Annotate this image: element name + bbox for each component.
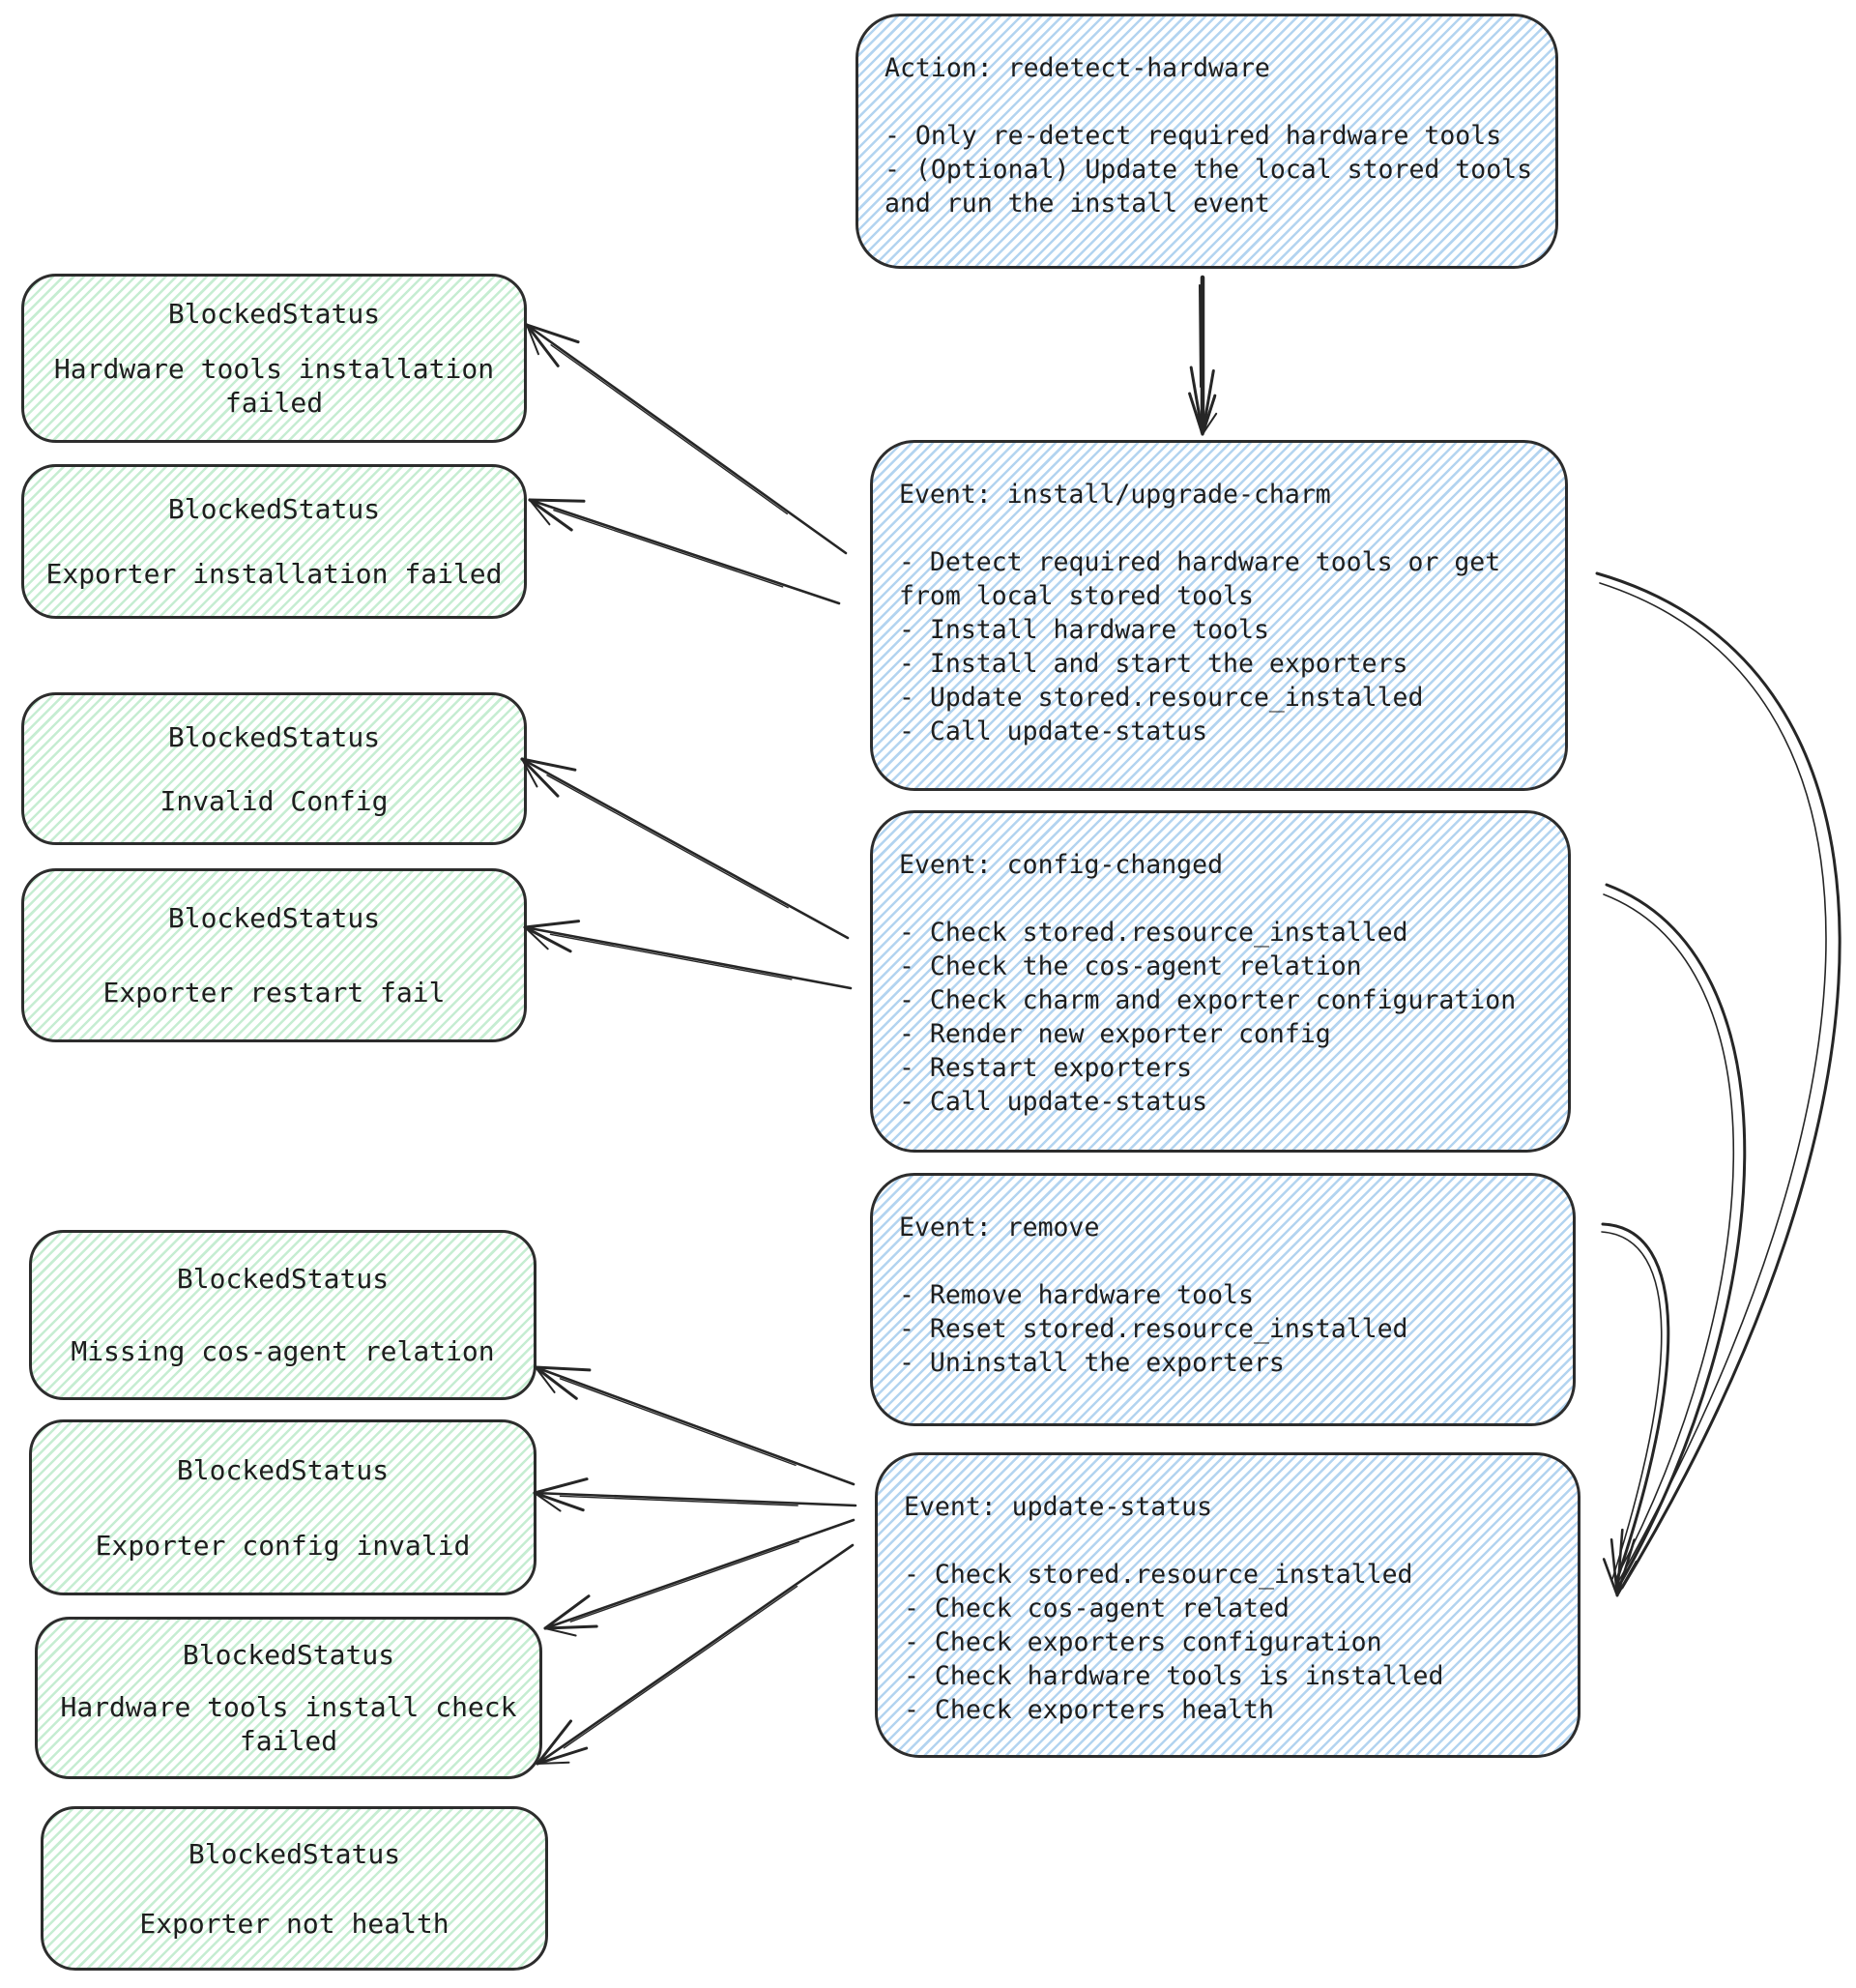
- event-bullets: - Remove hardware tools - Reset stored.r…: [899, 1278, 1553, 1380]
- action-bullet: - (Optional) Update the local stored too…: [884, 155, 1533, 219]
- action-box-bullets: - Only re-detect required hardware tools…: [884, 119, 1536, 220]
- status-message: Exporter installation failed: [45, 558, 503, 590]
- action-box-redetect-hardware: Action: redetect-hardware - Only re-dete…: [856, 14, 1558, 269]
- status-message: Missing cos-agent relation: [71, 1335, 495, 1367]
- event-bullet: - Check charm and exporter configuration: [899, 985, 1517, 1015]
- event-bullet: - Call update-status: [899, 716, 1208, 746]
- event-title: Event: remove: [899, 1213, 1100, 1242]
- event-bullet: - Reset stored.resource_installed: [899, 1314, 1408, 1344]
- event-bullet: - Check cos-agent related: [904, 1593, 1290, 1623]
- event-bullet: - Install and start the exporters: [899, 649, 1408, 679]
- status-title: BlockedStatus: [167, 493, 381, 525]
- status-message: Invalid Config: [160, 784, 389, 817]
- event-bullet: - Check hardware tools is installed: [904, 1661, 1444, 1691]
- status-box-missing-cos-agent-relation: BlockedStatus Missing cos-agent relation: [29, 1230, 536, 1400]
- event-bullet: - Update stored.resource_installed: [899, 683, 1424, 713]
- status-title: BlockedStatus: [176, 1263, 390, 1295]
- status-box-exporter-restart-fail: BlockedStatus Exporter restart fail: [21, 868, 527, 1042]
- event-box-remove: Event: remove - Remove hardware tools - …: [870, 1173, 1576, 1426]
- status-box-invalid-config: BlockedStatus Invalid Config: [21, 692, 527, 845]
- status-message: Exporter not health: [139, 1907, 450, 1940]
- status-message: Exporter config invalid: [95, 1529, 471, 1562]
- status-title: BlockedStatus: [182, 1639, 395, 1672]
- event-title: Event: config-changed: [899, 850, 1224, 880]
- status-message: Hardware tools install check failed: [60, 1690, 517, 1757]
- status-title: BlockedStatus: [188, 1837, 401, 1870]
- event-bullet: - Render new exporter config: [899, 1019, 1331, 1049]
- status-title: BlockedStatus: [167, 902, 381, 934]
- event-bullet: - Check exporters health: [904, 1695, 1274, 1725]
- event-title: Event: install/upgrade-charm: [899, 480, 1331, 510]
- event-box-update-status: Event: update-status - Check stored.reso…: [875, 1452, 1580, 1758]
- event-bullet: - Restart exporters: [899, 1053, 1193, 1083]
- action-bullet: - Only re-detect required hardware tools: [884, 121, 1502, 151]
- event-bullet: - Install hardware tools: [899, 615, 1269, 645]
- event-box-config-changed: Event: config-changed - Check stored.res…: [870, 810, 1571, 1153]
- event-bullet: - Remove hardware tools: [899, 1280, 1254, 1310]
- event-title: Event: update-status: [904, 1492, 1213, 1522]
- event-box-install-upgrade-charm: Event: install/upgrade-charm - Detect re…: [870, 440, 1568, 791]
- event-bullet: - Check exporters configuration: [904, 1627, 1382, 1657]
- status-message: Hardware tools installation failed: [53, 353, 495, 419]
- action-box-title: Action: redetect-hardware: [884, 53, 1270, 83]
- status-title: BlockedStatus: [176, 1453, 390, 1486]
- status-box-exporter-not-health: BlockedStatus Exporter not health: [41, 1806, 548, 1971]
- status-box-exporter-installation-failed: BlockedStatus Exporter installation fail…: [21, 464, 527, 619]
- event-bullets: - Check stored.resource_installed - Chec…: [904, 1558, 1558, 1727]
- event-bullet: - Uninstall the exporters: [899, 1348, 1285, 1378]
- status-message: Exporter restart fail: [102, 977, 446, 1009]
- status-box-exporter-config-invalid: BlockedStatus Exporter config invalid: [29, 1419, 536, 1595]
- status-box-hardware-tools-installation-failed: BlockedStatus Hardware tools installatio…: [21, 274, 527, 443]
- event-bullets: - Detect required hardware tools or get …: [899, 545, 1546, 748]
- status-title: BlockedStatus: [167, 298, 381, 330]
- status-title: BlockedStatus: [167, 720, 381, 753]
- event-bullets: - Check stored.resource_installed - Chec…: [899, 916, 1549, 1119]
- event-bullet: - Check stored.resource_installed: [899, 918, 1408, 948]
- event-bullet: - Call update-status: [899, 1087, 1208, 1117]
- event-bullet: - Detect required hardware tools or get …: [899, 547, 1501, 611]
- event-bullet: - Check the cos-agent relation: [899, 951, 1362, 981]
- status-box-hardware-tools-install-check-failed: BlockedStatus Hardware tools install che…: [35, 1617, 542, 1779]
- event-bullet: - Check stored.resource_installed: [904, 1560, 1413, 1590]
